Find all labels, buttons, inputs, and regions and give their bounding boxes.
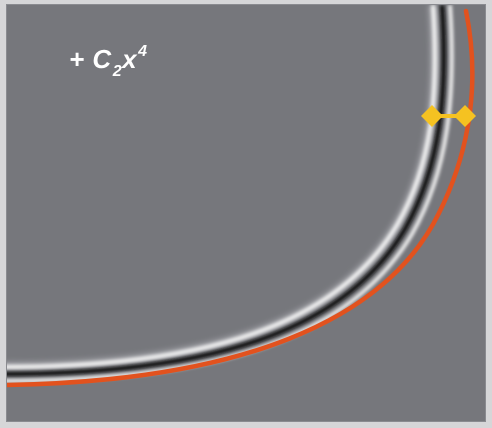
formula-superscript: 4 bbox=[138, 43, 148, 60]
diagram-panel: + C2x4 bbox=[6, 4, 486, 422]
offset-marker bbox=[421, 105, 476, 127]
wavefront-light-band bbox=[7, 5, 437, 369]
wavefront-dark-band bbox=[7, 5, 447, 377]
model-curve bbox=[7, 8, 475, 388]
diamond-marker-icon bbox=[421, 105, 443, 127]
formula-label: + C2x4 bbox=[69, 43, 147, 81]
diamond-marker-icon bbox=[454, 105, 476, 127]
formula-prefix: + C bbox=[69, 44, 112, 74]
formula-variable: x bbox=[122, 44, 138, 74]
wavefront-diagram bbox=[7, 5, 476, 388]
formula-subscript: 2 bbox=[112, 63, 123, 80]
